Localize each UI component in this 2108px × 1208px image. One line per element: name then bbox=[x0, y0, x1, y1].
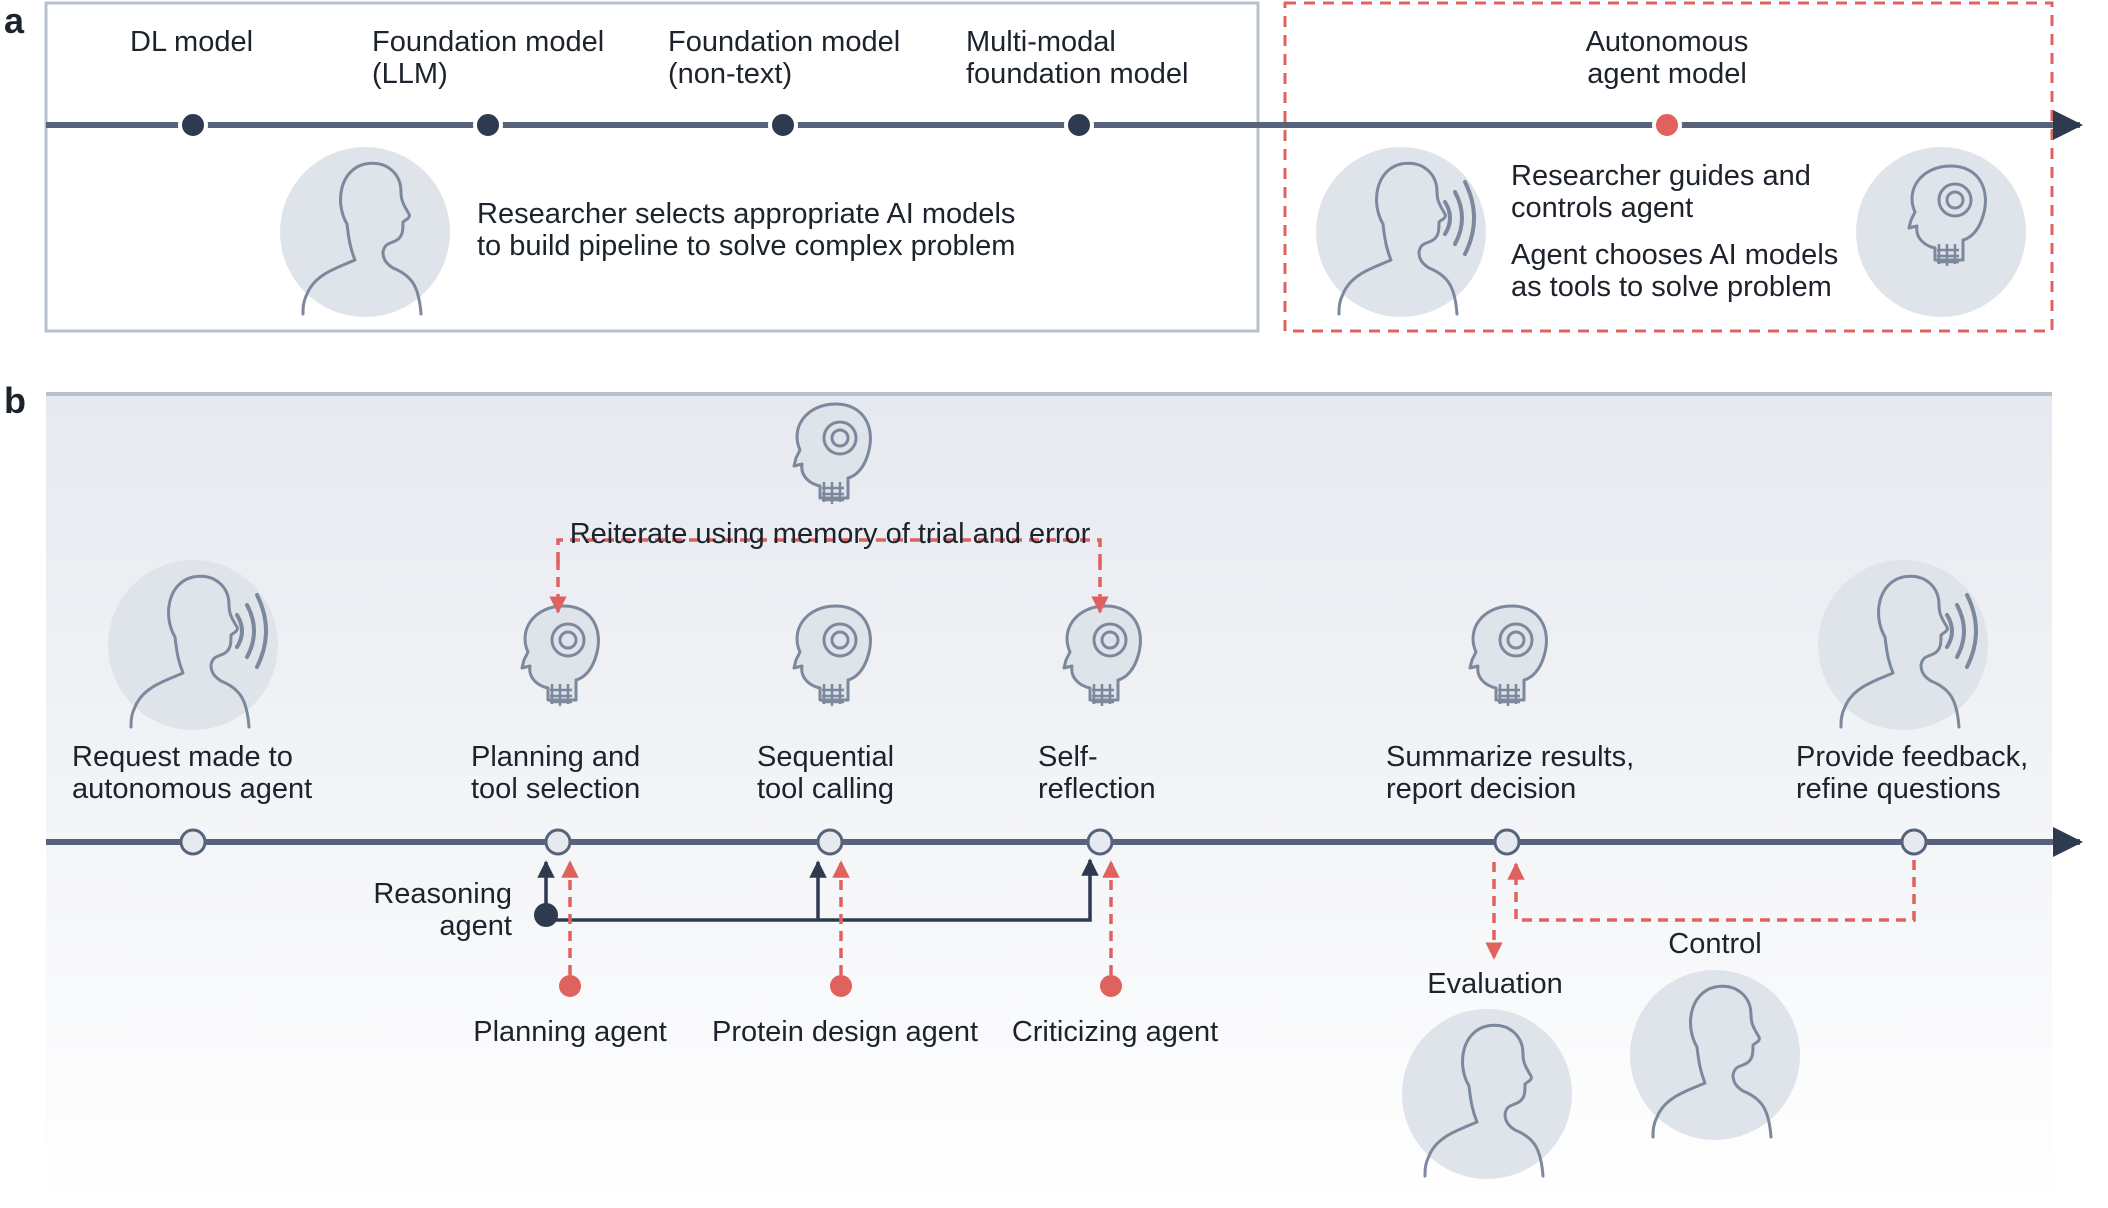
step-node-planning bbox=[544, 828, 572, 856]
requester-speaking-icon bbox=[108, 560, 278, 730]
robot-icon bbox=[1856, 147, 2026, 317]
step-label-planning: Planning and tool selection bbox=[471, 741, 641, 805]
step-node-feedback bbox=[1900, 828, 1928, 856]
stage-label-foundation-llm: Foundation model (LLM) bbox=[372, 26, 605, 90]
protein-agent-node bbox=[830, 975, 852, 997]
stage-label-dl-model: DL model bbox=[130, 26, 254, 58]
guide-description: Researcher guides and controls agent bbox=[1511, 160, 1811, 224]
loop-label: Reiterate using memory of trial and erro… bbox=[569, 518, 1091, 550]
step-node-reflection bbox=[1086, 828, 1114, 856]
panel-a-frame bbox=[44, 1, 1260, 333]
step-node-request bbox=[179, 828, 207, 856]
stage-label-foundation-nontext: Foundation model (non-text) bbox=[668, 26, 901, 90]
step-label-reflection: Self- reflection bbox=[1038, 741, 1156, 805]
node-dl-model bbox=[178, 110, 208, 140]
agent-model-frame bbox=[1283, 1, 2054, 333]
feedback-speaking-icon bbox=[1818, 560, 1988, 730]
control-arrow bbox=[1507, 860, 1916, 922]
planning-agent-label: Planning agent bbox=[473, 1016, 667, 1048]
node-agent-model bbox=[1652, 110, 1682, 140]
panel-b-letter: b bbox=[4, 380, 26, 421]
control-person-icon bbox=[1628, 968, 1802, 1142]
researcher-icon bbox=[278, 145, 452, 319]
evaluation-person-icon bbox=[1400, 1007, 1574, 1181]
node-foundation-llm bbox=[473, 110, 503, 140]
control-label: Control bbox=[1668, 928, 1762, 960]
planning-agent-node bbox=[559, 975, 581, 997]
panel-a-letter: a bbox=[4, 0, 25, 41]
researcher-description: Researcher selects appropriate AI models… bbox=[477, 198, 1016, 262]
step-label-request: Request made to autonomous agent bbox=[72, 741, 313, 805]
step-label-feedback: Provide feedback, refine questions bbox=[1796, 741, 2029, 805]
stage-label-agent-model: Autonomous agent model bbox=[1585, 26, 1749, 90]
agent-description: Agent chooses AI models as tools to solv… bbox=[1511, 239, 1839, 303]
evaluation-label: Evaluation bbox=[1427, 968, 1563, 1000]
criticizing-agent-node bbox=[1100, 975, 1122, 997]
loop-bracket bbox=[556, 538, 1102, 562]
node-foundation-nontext bbox=[768, 110, 798, 140]
reasoning-connector bbox=[546, 858, 1099, 922]
stage-label-multimodal: Multi-modal foundation model bbox=[966, 26, 1189, 90]
reasoning-agent-node bbox=[534, 903, 558, 927]
researcher-speaking-icon bbox=[1316, 147, 1486, 317]
step-node-summarize bbox=[1493, 828, 1521, 856]
node-multimodal bbox=[1064, 110, 1094, 140]
step-label-tool-calling: Sequential tool calling bbox=[757, 741, 895, 805]
step-label-summarize: Summarize results, report decision bbox=[1386, 741, 1635, 805]
reasoning-agent-label: Reasoning agent bbox=[373, 878, 512, 942]
step-node-tool-calling bbox=[816, 828, 844, 856]
criticizing-agent-label: Criticizing agent bbox=[1011, 1016, 1219, 1048]
protein-design-agent-label: Protein design agent bbox=[711, 1016, 979, 1048]
